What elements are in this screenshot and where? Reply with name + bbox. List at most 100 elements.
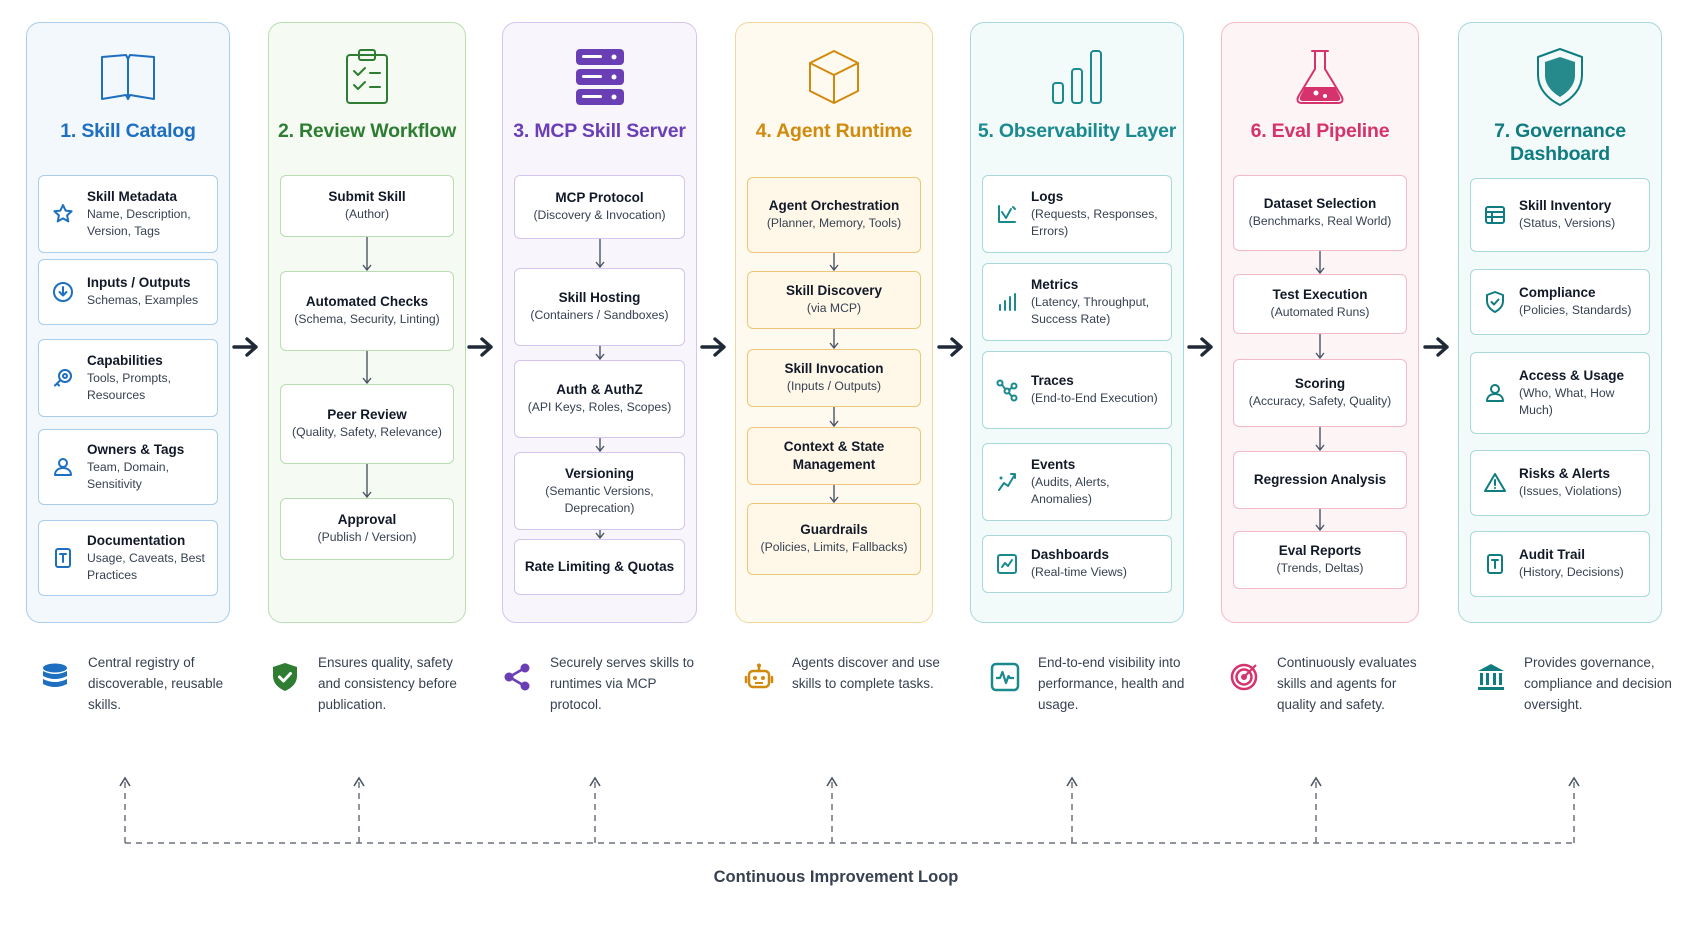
flow-arrow-down (1315, 251, 1325, 274)
shield-check-icon (1481, 288, 1509, 316)
flow-arrow-down (594, 530, 605, 539)
robot-icon (742, 660, 776, 694)
user-icon (1481, 379, 1509, 407)
card-desc: (Automated Runs) (1270, 305, 1370, 320)
flow-arrow-down (829, 253, 839, 271)
card-2: Compliance(Policies, Standards) (1470, 269, 1650, 335)
card-1: Agent Orchestration(Planner, Memory, Too… (747, 177, 921, 253)
card-4: Regression Analysis (1233, 451, 1407, 509)
card-desc: (Discovery & Invocation) (533, 208, 666, 223)
download-circle-icon (49, 278, 77, 306)
footer-text: End-to-end visibility into performance, … (1038, 655, 1185, 712)
loop-arrow-head (353, 776, 365, 787)
card-1: Logs (Requests, Responses, Errors) (982, 175, 1172, 253)
improvement-loop (119, 776, 1580, 844)
pulse-monitor-icon (988, 660, 1022, 694)
card-5: Rate Limiting & Quotas (514, 539, 685, 595)
footer-text: Ensures quality, safety and consistency … (318, 655, 457, 712)
card-title: Skill Hosting (558, 290, 641, 306)
footer-text: Continuously evaluates skills and agents… (1277, 655, 1417, 712)
card-1: Dataset Selection(Benchmarks, Real World… (1233, 175, 1407, 251)
bar-chart-icon (971, 45, 1183, 109)
flow-arrow-right (1423, 337, 1449, 357)
cube-icon (736, 45, 932, 109)
card-title: Guardrails (800, 522, 868, 538)
flow-arrow-right (700, 337, 726, 357)
card-desc: Team, Domain, Sensitivity (87, 459, 169, 492)
flow-arrow-right (467, 337, 493, 357)
footer-text: Central registry of discoverable, reusab… (88, 655, 224, 712)
card-3: Access & Usage(Who, What, How Much) (1470, 352, 1650, 434)
card-5: Eval Reports(Trends, Deltas) (1233, 531, 1407, 589)
column-title: 4. Agent Runtime (755, 120, 913, 142)
card-2: Automated Checks(Schema, Security, Linti… (280, 271, 454, 351)
card-title: Peer Review (327, 407, 407, 423)
flow-arrow-right (937, 337, 963, 357)
card-4: Risks & Alerts(Issues, Violations) (1470, 450, 1650, 516)
card-title: Audit Trail (1519, 547, 1586, 563)
footer-summary-2: Ensures quality, safety and consistency … (268, 652, 468, 715)
card-desc: Usage, Caveats, Best Practices (87, 550, 205, 583)
document-icon (1481, 550, 1509, 578)
card-1: Skill Inventory(Status, Versions) (1470, 178, 1650, 252)
card-title: Skill Invocation (784, 361, 884, 377)
footer-summary-5: End-to-end visibility into performance, … (988, 652, 1188, 715)
card-desc: (Inputs / Outputs) (786, 379, 882, 394)
footer-text: Securely serves skills to runtimes via M… (550, 655, 695, 712)
footer-summary-4: Agents discover and use skills to comple… (742, 652, 942, 694)
metrics-bars-icon (993, 288, 1021, 316)
loop-arrow-head (119, 776, 131, 787)
card-title: Skill Inventory (1519, 198, 1612, 214)
card-3: Traces(End-to-End Execution) (982, 351, 1172, 429)
server-icon (503, 45, 696, 109)
card-title: Traces (1031, 373, 1074, 389)
open-book-icon (27, 45, 229, 109)
card-2: Metrics(Latency, Throughput, Success Rat… (982, 263, 1172, 341)
column-title: 3. MCP Skill Server (513, 120, 686, 142)
card-desc: (Requests, Responses, Errors) (1031, 206, 1158, 239)
flow-arrow-down (1315, 509, 1325, 531)
document-icon (49, 544, 77, 572)
flow-arrow-right (232, 337, 258, 357)
database-icon (38, 660, 72, 694)
events-icon (993, 468, 1021, 496)
card-desc: (API Keys, Roles, Scopes) (527, 400, 672, 415)
card-title: Auth & AuthZ (556, 382, 643, 398)
card-4: Versioning(Semantic Versions, Deprecatio… (514, 452, 685, 530)
card-title: MCP Protocol (555, 190, 644, 206)
card-desc: (Real-time Views) (1031, 565, 1127, 580)
footer-text: Agents discover and use skills to comple… (792, 655, 940, 691)
column-title: 5. Observability Layer (977, 120, 1177, 142)
card-title: Access & Usage (1519, 367, 1625, 383)
flow-arrow-down (829, 485, 839, 503)
card-1: MCP Protocol (Discovery & Invocation) (514, 175, 685, 239)
column-title: 6. Eval Pipeline (1250, 120, 1390, 142)
card-title: Risks & Alerts (1519, 466, 1611, 482)
inventory-icon (1481, 201, 1509, 229)
card-2: Skill Hosting(Containers / Sandboxes) (514, 268, 685, 346)
card-title: Skill Discovery (785, 283, 883, 299)
card-title: Submit Skill (328, 189, 406, 205)
loop-arrow-head (1066, 776, 1078, 787)
card-desc: (Audits, Alerts, Anomalies) (1031, 474, 1110, 507)
card-4: Context & State Management (747, 427, 921, 485)
card-3: Peer Review(Quality, Safety, Relevance) (280, 384, 454, 464)
card-title: Owners & Tags (87, 441, 185, 457)
card-title: Logs (1031, 188, 1064, 204)
card-desc: (Benchmarks, Real World) (1248, 214, 1392, 229)
card-title: Eval Reports (1278, 543, 1362, 559)
card-desc: (Policies, Standards) (1519, 303, 1632, 318)
flow-arrow-down (1315, 427, 1325, 451)
flow-arrow-down (594, 346, 605, 360)
card-desc: (via MCP) (806, 301, 862, 316)
card-title: Rate Limiting & Quotas (524, 559, 675, 574)
flow-arrow-down (594, 239, 605, 268)
